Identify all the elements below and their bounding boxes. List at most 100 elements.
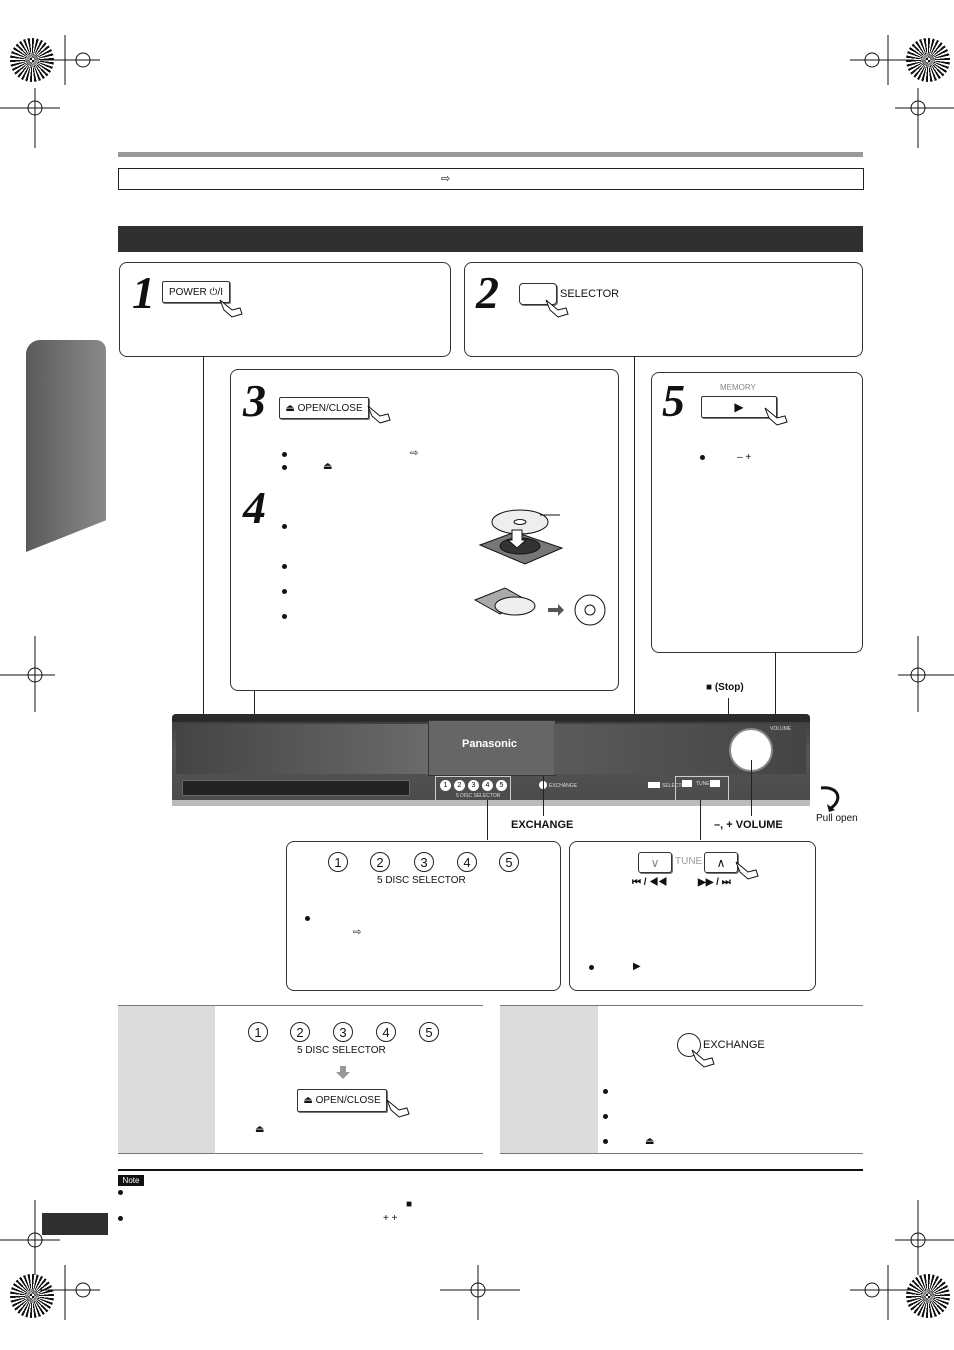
exchange-button[interactable] <box>677 1033 701 1057</box>
volume-callout: –, + VOLUME <box>714 819 783 831</box>
header-rule <box>118 152 863 157</box>
device-display-window <box>428 720 556 776</box>
leader-line <box>775 652 777 716</box>
bullet <box>603 1114 608 1119</box>
eject-icon: ⏏ <box>645 1136 655 1147</box>
step-1-number: 1 <box>132 267 155 318</box>
step-2-number: 2 <box>476 267 499 318</box>
leader-line <box>728 698 730 716</box>
tune-tiny-label: TUNE <box>696 781 710 787</box>
disc-1-icon[interactable]: 1 <box>328 852 348 872</box>
selector-device-button[interactable] <box>648 782 660 788</box>
bullet <box>282 524 287 529</box>
disc-selector-label: 5 DISC SELECTOR <box>297 1045 386 1056</box>
bullet <box>282 589 287 594</box>
bullet <box>603 1089 608 1094</box>
tune-up-button[interactable]: ∧ <box>704 852 738 873</box>
disc-selector-tiny-label: 5 DISC SELECTOR <box>456 793 501 799</box>
tune-label: TUNE <box>675 856 703 867</box>
step-5-number: 5 <box>662 375 685 426</box>
divider <box>118 1153 483 1154</box>
divider <box>500 1153 863 1154</box>
tune-group: TUNE <box>675 776 729 802</box>
step-5-box <box>651 372 863 653</box>
lower-right-label-cell <box>500 1006 598 1153</box>
brand-logo: Panasonic <box>462 738 518 750</box>
skip-forward-label: ▶▶ / ⏭ <box>698 877 731 888</box>
tune-down-button[interactable]: ∨ <box>638 852 672 873</box>
device-left-panel <box>176 724 428 774</box>
open-close-button[interactable]: ⏏ OPEN/CLOSE <box>279 397 369 419</box>
tune-box <box>569 841 816 991</box>
disc-3-icon[interactable]: 3 <box>333 1022 353 1042</box>
pressing-hand-icon <box>691 1049 715 1068</box>
pressing-hand-icon <box>764 407 788 426</box>
leader-line <box>254 690 256 716</box>
bullet <box>589 965 594 970</box>
leader-line <box>203 356 205 716</box>
exchange-tiny-label: EXCHANGE <box>549 783 578 789</box>
registration-disc-bottom-left <box>10 1274 54 1318</box>
play-button[interactable]: ▶ <box>701 396 777 418</box>
disc-1-button[interactable]: 1 <box>440 780 451 791</box>
page-number-tab <box>42 1213 108 1235</box>
stop-icon: ■ <box>406 1199 413 1210</box>
open-close-button[interactable]: ⏏ OPEN/CLOSE <box>297 1089 387 1112</box>
minus-plus-label: – + <box>737 452 752 463</box>
disc-5-button[interactable]: 5 <box>496 780 507 791</box>
play-icon: ▶ <box>633 961 641 972</box>
disc-3-icon[interactable]: 3 <box>414 852 434 872</box>
disc-selector-label: 5 DISC SELECTOR <box>377 875 466 886</box>
tune-down-button[interactable] <box>682 780 692 787</box>
leader-line <box>751 760 753 816</box>
leader-line <box>700 800 702 840</box>
bullet <box>118 1190 123 1195</box>
disc-5-icon[interactable]: 5 <box>419 1022 439 1042</box>
step-3-number: 3 <box>243 375 266 426</box>
eject-icon: ⏏ <box>323 461 333 472</box>
device-top-edge <box>172 714 810 722</box>
bullet <box>603 1139 608 1144</box>
step-3-4-box <box>230 369 619 691</box>
disc-4-icon[interactable]: 4 <box>457 852 477 872</box>
side-chapter-tab <box>26 340 106 552</box>
bullet <box>282 614 287 619</box>
reference-box: ⇨ <box>118 168 864 190</box>
disc-tray-slot <box>182 780 410 796</box>
disc-loading-illustration <box>473 509 606 626</box>
selector-button[interactable] <box>519 283 557 305</box>
bullet <box>305 916 310 921</box>
leader-line <box>487 800 489 840</box>
tune-up-button[interactable] <box>710 780 720 787</box>
step-1-box <box>119 262 451 357</box>
disc-4-icon[interactable]: 4 <box>376 1022 396 1042</box>
disc-5-icon[interactable]: 5 <box>499 852 519 872</box>
eject-icon: ⏏ <box>255 1124 265 1135</box>
disc-1-icon[interactable]: 1 <box>248 1022 268 1042</box>
reference-arrow-icon: ⇨ <box>353 927 362 938</box>
bullet <box>118 1216 123 1221</box>
divider <box>500 1005 863 1006</box>
disc-4-button[interactable]: 4 <box>482 780 493 791</box>
reference-arrow-icon: ⇨ <box>441 173 451 185</box>
disc-2-icon[interactable]: 2 <box>290 1022 310 1042</box>
device-front-panel: Panasonic VOLUME 1 2 3 4 5 5 DISC SELECT… <box>172 714 810 806</box>
disc-2-button[interactable]: 2 <box>454 780 465 791</box>
lower-left-label-cell <box>118 1006 215 1153</box>
divider <box>118 1005 483 1006</box>
pull-open-label: Pull open <box>816 813 858 824</box>
disc-selector-group: 1 2 3 4 5 5 DISC SELECTOR <box>435 776 511 802</box>
exchange-label: EXCHANGE <box>703 1039 765 1051</box>
disc-2-icon[interactable]: 2 <box>370 852 390 872</box>
exchange-callout: EXCHANGE <box>511 819 574 831</box>
pressing-hand-icon <box>386 1099 410 1118</box>
leader-line <box>543 776 545 816</box>
volume-tiny-label: VOLUME <box>770 726 792 732</box>
pressing-hand-icon <box>367 405 391 424</box>
stop-callout: ■ (Stop) <box>706 682 744 693</box>
leader-line <box>634 356 636 786</box>
disc-3-button[interactable]: 3 <box>468 780 479 791</box>
power-button[interactable]: POWER ⏻/I <box>162 281 230 303</box>
skip-back-label: ⏮ / ◀◀ <box>632 877 668 888</box>
note-tag: Note <box>118 1175 144 1186</box>
